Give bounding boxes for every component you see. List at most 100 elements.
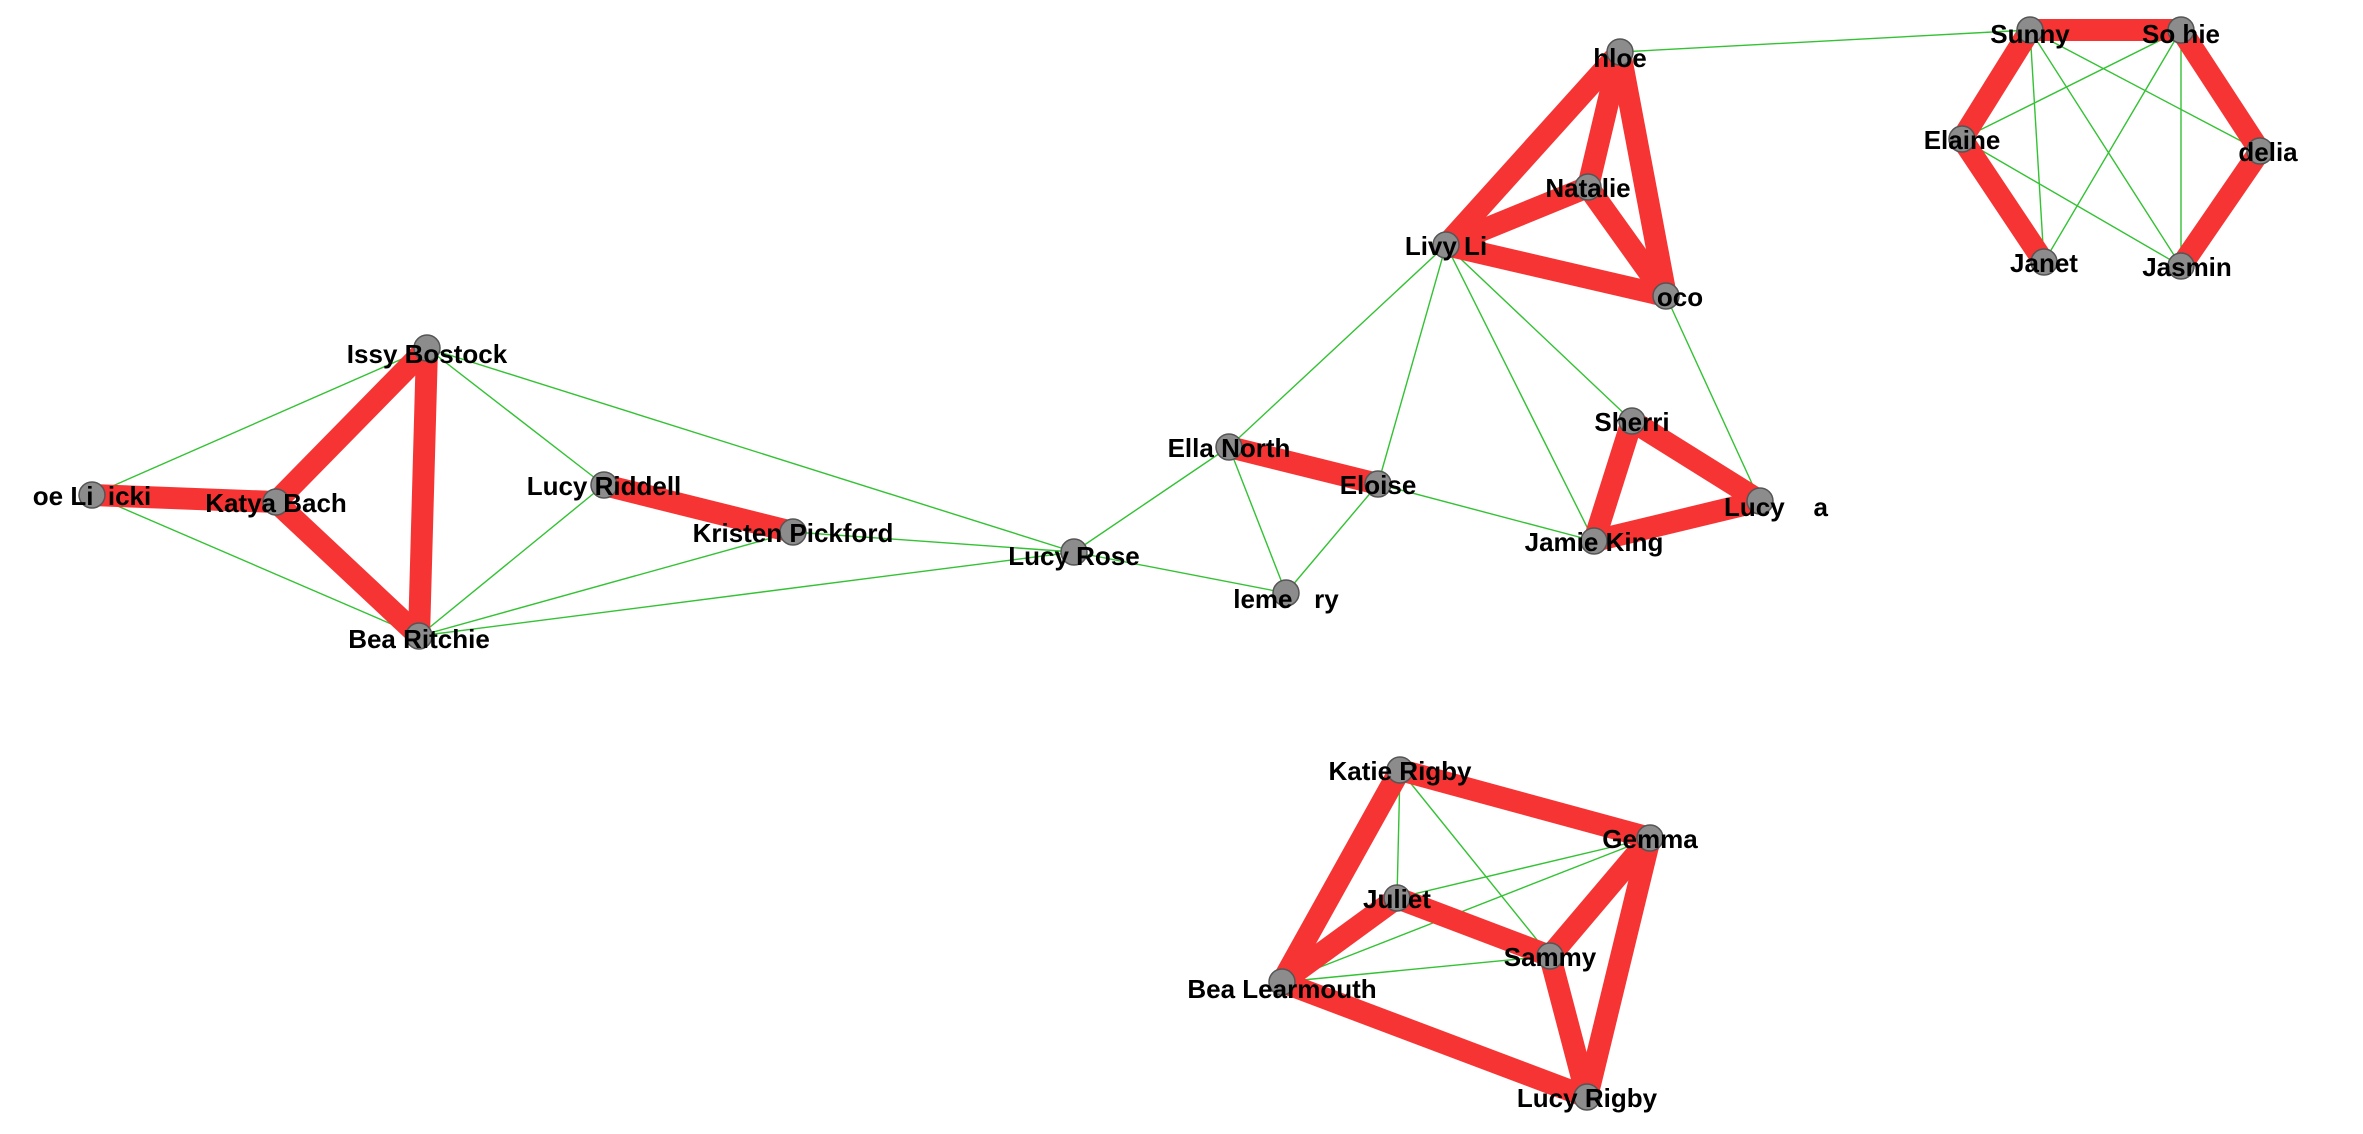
edge-bea_learmouth-gemma	[1281, 837, 1651, 983]
edge-livy_li-coco	[1443, 234, 1669, 307]
node-sophie[interactable]	[2167, 16, 2195, 44]
edge-elaine-jasmin	[1961, 138, 2182, 267]
node-label-lucy_rigby: Lucy Rigby	[1517, 1083, 1658, 1113]
node-label-ella_north: Ella North	[1168, 433, 1291, 463]
node-label-elaine: Elaine	[1924, 125, 2001, 155]
node-label-gemma: Gemma	[1602, 824, 1698, 854]
node-label-jasmin: Jasmin	[2142, 252, 2232, 282]
edge-lucy_a-jamie_king	[1591, 490, 1763, 552]
edge-elaine-janet	[1952, 132, 2054, 269]
node-label-zoe_lipicki: oe Li icki	[33, 481, 152, 511]
edge-gemma-sammy	[1541, 830, 1659, 964]
edge-sunny-jasmin	[2029, 29, 2182, 267]
edge-ella_north-eloise	[1226, 436, 1381, 495]
node-gemma[interactable]	[1636, 824, 1664, 852]
edge-bea_learmouth-lucy_rigby	[1278, 971, 1591, 1108]
edge-katya_bach-bea_ritchie	[268, 493, 427, 645]
node-label-delia: delia	[2238, 137, 2298, 167]
edge-kristen_pickford-lucy_rose	[792, 531, 1075, 553]
node-label-chloe: hloe	[1593, 43, 1646, 73]
node-label-lucy_rose: Lucy Rose	[1008, 541, 1140, 571]
node-sammy[interactable]	[1536, 942, 1564, 970]
node-natalie[interactable]	[1574, 173, 1602, 201]
node-label-sherri: Sherri	[1594, 407, 1669, 437]
edge-lucy_riddell-kristen_pickford	[601, 474, 796, 543]
node-elaine[interactable]	[1948, 125, 1976, 153]
node-juliet[interactable]	[1383, 884, 1411, 912]
node-lucy_riddell[interactable]	[590, 471, 618, 499]
node-ella_north[interactable]	[1215, 433, 1243, 461]
node-sunny[interactable]	[2016, 16, 2044, 44]
node-label-sunny: Sunny	[1990, 19, 2070, 49]
edge-katie_rigby-gemma	[1397, 759, 1653, 849]
edge-eloise-clemency	[1285, 483, 1379, 594]
node-label-issy_bostock: Issy Bostock	[347, 339, 508, 369]
node-kristen_pickford[interactable]	[779, 518, 807, 546]
edge-bea_ritchie-kristen_pickford	[418, 531, 794, 637]
edge-livy_li-jamie_king	[1445, 244, 1595, 542]
nodes-layer	[78, 16, 2274, 1111]
edge-juliet-sammy	[1393, 887, 1554, 967]
node-label-natalie: Natalie	[1545, 173, 1630, 203]
edge-sophie-janet	[2043, 29, 2182, 263]
node-delia[interactable]	[2246, 137, 2274, 165]
node-label-katie_rigby: Katie Rigby	[1328, 756, 1472, 786]
node-label-sammy: Sammy	[1504, 942, 1597, 972]
node-livy_li[interactable]	[1432, 231, 1460, 259]
edge-natalie-livy_li	[1441, 176, 1593, 256]
edge-chloe-livy_li	[1437, 44, 1629, 253]
node-bea_ritchie[interactable]	[405, 622, 433, 650]
node-label-bea_learmouth: Bea Learmouth	[1187, 974, 1376, 1004]
edge-sunny-elaine	[1952, 24, 2040, 145]
node-label-eloise: Eloise	[1340, 470, 1417, 500]
node-bea_learmouth[interactable]	[1268, 968, 1296, 996]
edge-sophie-delia	[2171, 23, 2270, 158]
node-label-livy_li: Livy Li	[1405, 231, 1487, 261]
edge-chloe-sunny	[1619, 29, 2031, 53]
edge-sophie-elaine	[1961, 29, 2182, 140]
edge-gemma-lucy_rigby	[1576, 835, 1661, 1100]
edge-livy_li-sherri	[1445, 244, 1633, 422]
node-label-sophie: So hie	[2142, 19, 2220, 49]
node-label-janet: Janet	[2010, 248, 2078, 278]
node-sherri[interactable]	[1618, 407, 1646, 435]
edge-sherri-jamie_king	[1583, 417, 1643, 545]
node-label-katya_bach: Katya Bach	[205, 488, 347, 518]
edge-katie_rigby-bea_learmouth	[1272, 764, 1410, 988]
node-zoe_lipicki[interactable]	[78, 481, 106, 509]
edge-issy_bostock-bea_ritchie	[408, 347, 438, 637]
node-eloise[interactable]	[1364, 470, 1392, 498]
node-chloe[interactable]	[1606, 38, 1634, 66]
edge-coco-lucy_a	[1665, 295, 1761, 502]
node-jamie_king[interactable]	[1580, 527, 1608, 555]
edge-zoe_lipicki-issy_bostock	[91, 347, 428, 496]
node-label-coco: oco	[1657, 282, 1703, 312]
node-katie_rigby[interactable]	[1386, 756, 1414, 784]
node-coco[interactable]	[1652, 282, 1680, 310]
edge-sammy-lucy_rigby	[1539, 953, 1598, 1100]
edge-chloe-coco	[1609, 49, 1677, 299]
node-lucy_rigby[interactable]	[1573, 1083, 1601, 1111]
node-issy_bostock[interactable]	[413, 334, 441, 362]
edge-issy_bostock-lucy_rose	[426, 347, 1075, 553]
edge-sunny-janet	[2029, 29, 2045, 263]
node-clemency[interactable]	[1272, 579, 1300, 607]
node-jasmin[interactable]	[2167, 252, 2195, 280]
node-katya_bach[interactable]	[262, 488, 290, 516]
edge-lucy_rose-clemency	[1073, 551, 1287, 594]
edge-delia-jasmin	[2171, 144, 2270, 273]
node-label-jamie_king: Jamie King	[1525, 527, 1664, 557]
node-lucy_a[interactable]	[1746, 487, 1774, 515]
edge-zoe_lipicki-katya_bach	[91, 484, 277, 513]
edge-ella_north-clemency	[1228, 446, 1287, 594]
node-lucy_rose[interactable]	[1060, 538, 1088, 566]
edges-layer	[91, 19, 2270, 1108]
edge-lucy_rose-ella_north	[1073, 446, 1230, 553]
node-label-lucy_riddell: Lucy Riddell	[527, 471, 682, 501]
node-janet[interactable]	[2030, 248, 2058, 276]
edge-juliet-bea_learmouth	[1275, 889, 1404, 991]
edge-bea_ritchie-lucy_rose	[418, 551, 1075, 637]
node-label-clemency: leme ry	[1233, 584, 1339, 614]
edge-katie_rigby-sammy	[1399, 769, 1551, 957]
